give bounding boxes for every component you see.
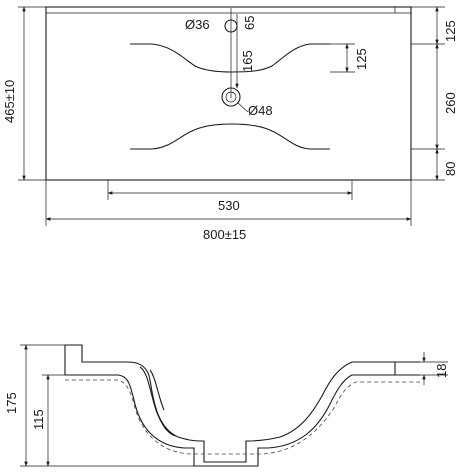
- dim-drain: Ø48: [248, 103, 273, 118]
- dim-inner-width: 530: [218, 198, 240, 213]
- section-dashed-contour: [65, 379, 420, 455]
- basin-outline: [45, 6, 412, 181]
- bowl-lower-contour: [130, 123, 330, 150]
- dim-bowl-125: 125: [354, 48, 369, 70]
- bowl-upper-contour: [130, 43, 330, 73]
- dim-lower-height: 115: [31, 409, 46, 430]
- dim-right-top: 125: [443, 20, 458, 42]
- section-body: [64, 344, 396, 467]
- dim-bowl-depth: 165: [240, 50, 255, 72]
- dim-right-bottom: 80: [443, 162, 458, 176]
- drain-hole: [221, 87, 241, 107]
- dim-overall-width: 800±15: [203, 227, 246, 242]
- dim-right-mid: 260: [443, 92, 458, 114]
- dim-tap-hole: Ø36: [185, 17, 210, 32]
- dim-tap-offset: 65: [242, 16, 257, 30]
- dim-total-height: 175: [4, 392, 19, 414]
- dim-rim-height: 18: [434, 364, 449, 378]
- dim-height: 465±10: [2, 80, 17, 123]
- top-view: Ø36 65 165 125 Ø48 125 260 80 465±10 530…: [2, 6, 458, 242]
- section-view: 175 115 18: [4, 344, 449, 467]
